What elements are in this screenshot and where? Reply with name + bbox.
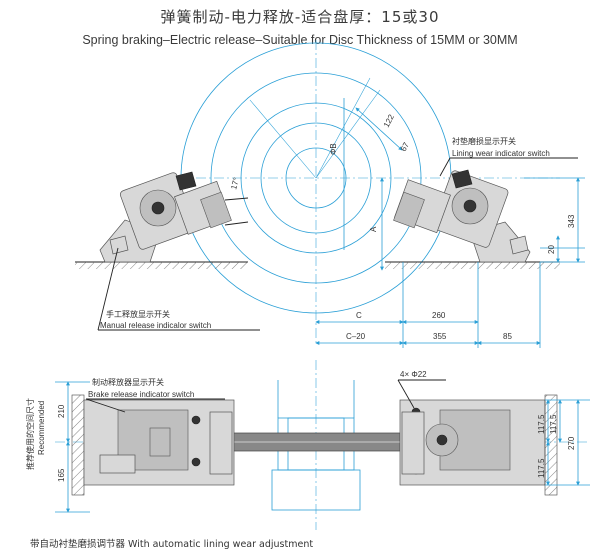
dim-20: 20 bbox=[547, 245, 556, 254]
dim-85: 85 bbox=[503, 332, 512, 341]
left-brake-unit bbox=[99, 171, 249, 263]
dim-260: 260 bbox=[432, 311, 446, 320]
title-chinese: 弹簧制动-电力释放-适合盘厚：15或30 bbox=[160, 8, 440, 26]
manual-release-en: Manual release indicalor switch bbox=[100, 321, 211, 330]
footer-note: 带自动衬垫磨损调节器 With automatic lining wear ad… bbox=[30, 539, 314, 550]
bottom-view: 制动释放器显示开关 Brake release indicator switch… bbox=[25, 360, 590, 530]
dim-117-5-lower: 117.5 bbox=[537, 458, 546, 478]
top-view: ΦB 122 67 17° A bbox=[75, 40, 585, 348]
holes-label: 4× Φ22 bbox=[400, 370, 427, 379]
brake-release-cn: 制动释放器显示开关 bbox=[92, 377, 164, 387]
title-english: Spring braking–Electric release–Suitable… bbox=[82, 33, 518, 47]
side-label-en: Recommended bbox=[37, 401, 46, 455]
right-brake-unit bbox=[393, 169, 531, 263]
dim-117-5-upper: 117.5 bbox=[537, 414, 546, 434]
dim-a: A bbox=[369, 226, 378, 232]
dim-122: 122 bbox=[382, 112, 396, 128]
manual-release-cn: 手工释放显示开关 bbox=[106, 309, 170, 319]
lining-indicator-en: Lining wear indicator switch bbox=[452, 149, 550, 158]
left-brake-bottom bbox=[71, 394, 235, 496]
dim-c: C bbox=[356, 311, 362, 320]
dim-c-minus-20: C–20 bbox=[346, 332, 366, 341]
brake-release-en: Brake release indicator switch bbox=[88, 390, 194, 399]
lining-indicator-cn: 衬垫磨损显示开关 bbox=[452, 136, 516, 146]
right-brake-bottom bbox=[399, 394, 558, 496]
side-label-cn: 推荐使用的空间尺寸 bbox=[25, 398, 35, 470]
dim-67: 67 bbox=[399, 140, 411, 153]
dim-17-deg: 17° bbox=[229, 176, 241, 190]
dim-355: 355 bbox=[433, 332, 447, 341]
dim-343: 343 bbox=[567, 214, 576, 228]
dim-270: 270 bbox=[567, 436, 576, 450]
dim-117-5-right: 117.5 bbox=[549, 414, 558, 434]
dim-phi-b: ΦB bbox=[329, 143, 338, 155]
dim-165: 165 bbox=[57, 468, 66, 482]
dim-210: 210 bbox=[57, 404, 66, 418]
